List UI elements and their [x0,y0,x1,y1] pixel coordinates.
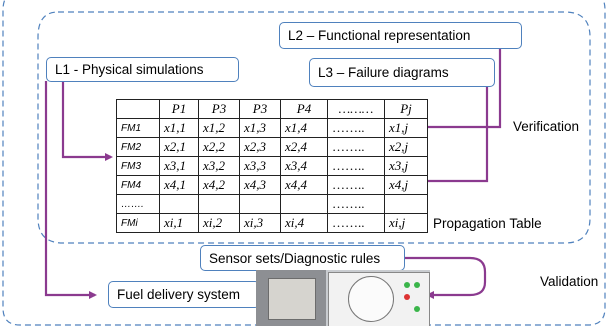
table-cell: x1,2 [198,118,240,138]
l3-label: L3 – Failure diagrams [318,65,449,80]
arrow-l3-to-table [419,86,489,185]
test-rig-photo [256,270,430,326]
table-row: FMi xi,1 xi,2 xi,3 xi,4 …….. xi,j [116,213,428,233]
arrow-l1-to-table [61,81,113,161]
table-cell: …….. [327,156,385,176]
sensor-sets-box: Sensor sets/Diagnostic rules [200,245,405,271]
table-cell [159,194,199,214]
arrow-sensor-to-fuel [404,256,487,299]
table-cell: xi,j [384,213,428,233]
table-header-cell: Pj [384,99,428,119]
table-cell: x1,4 [280,118,328,138]
table-cell: …….. [327,175,385,195]
table-cell: x3,3 [239,156,281,176]
table-row: FM3 x3,1 x3,2 x3,3 x3,4 …….. x3,j [116,156,428,176]
row-header: ……. [116,194,160,214]
verification-label: Verification [513,119,580,134]
gauge-icon [348,276,394,322]
table-cell: xi,1 [159,213,199,233]
table-header-cell: P3 [198,99,240,119]
table-row: ……. …….. [116,194,428,214]
table-cell: x4,j [384,175,428,195]
table-cell: x1,j [384,118,428,138]
fuel-label: Fuel delivery system [117,287,241,302]
row-header: FM1 [116,118,160,138]
table-header-cell: P4 [280,99,328,119]
table-row: FM4 x4,1 x4,2 x4,3 x4,4 …….. x4,j [116,175,428,195]
propagation-table-label: Propagation Table [433,216,542,231]
table-cell: x3,j [384,156,428,176]
validation-label: Validation [540,274,599,289]
table-cell [239,194,281,214]
table-cell [384,194,428,214]
arrow-l2-to-table [417,47,502,131]
table-cell: x2,4 [280,137,328,157]
table-cell: x2,2 [198,137,240,157]
l1-physical-simulations-box: L1 - Physical simulations [46,57,239,82]
table-cell: x3,4 [280,156,328,176]
row-header: FM4 [116,175,160,195]
table-cell: xi,4 [280,213,328,233]
table-row: FM2 x2,1 x2,2 x2,3 x2,4 …….. x2,j [116,137,428,157]
row-header: FMi [116,213,160,233]
sensor-label: Sensor sets/Diagnostic rules [209,250,381,266]
table-cell: x3,2 [198,156,240,176]
table-cell: x2,3 [239,137,281,157]
table-cell: …….. [327,213,385,233]
table-header-row: P1 P3 P3 P4 ……… Pj [116,99,428,119]
table-header-cell [116,99,160,119]
table-cell: x4,3 [239,175,281,195]
arrow-l1-to-fuel [44,81,97,299]
l1-label: L1 - Physical simulations [55,62,204,77]
table-cell [280,194,328,214]
row-header: FM3 [116,156,160,176]
table-cell [198,194,240,214]
table-cell: x4,4 [280,175,328,195]
l2-functional-representation-box: L2 – Functional representation [279,22,522,49]
table-cell: x1,1 [159,118,199,138]
table-row: FM1 x1,1 x1,2 x1,3 x1,4 …….. x1,j [116,118,428,138]
table-cell: xi,3 [239,213,281,233]
fuel-delivery-system-box: Fuel delivery system [108,281,260,308]
table-cell: x2,j [384,137,428,157]
table-cell: x2,1 [159,137,199,157]
table-cell: x1,3 [239,118,281,138]
table-cell: x4,1 [159,175,199,195]
table-cell: x4,2 [198,175,240,195]
table-header-cell: ……… [327,99,385,119]
table-cell: …….. [327,137,385,157]
propagation-table: P1 P3 P3 P4 ……… Pj FM1 x1,1 x1,2 x1,3 x1… [116,99,428,233]
row-header: FM2 [116,137,160,157]
table-cell: …….. [327,118,385,138]
table-header-cell: P1 [159,99,199,119]
table-cell: x3,1 [159,156,199,176]
table-cell: xi,2 [198,213,240,233]
inner-dashed-frame [37,11,591,244]
table-header-cell: P3 [239,99,281,119]
l3-failure-diagrams-box: L3 – Failure diagrams [309,58,495,87]
table-cell: …….. [327,194,385,214]
l2-label: L2 – Functional representation [288,28,471,43]
